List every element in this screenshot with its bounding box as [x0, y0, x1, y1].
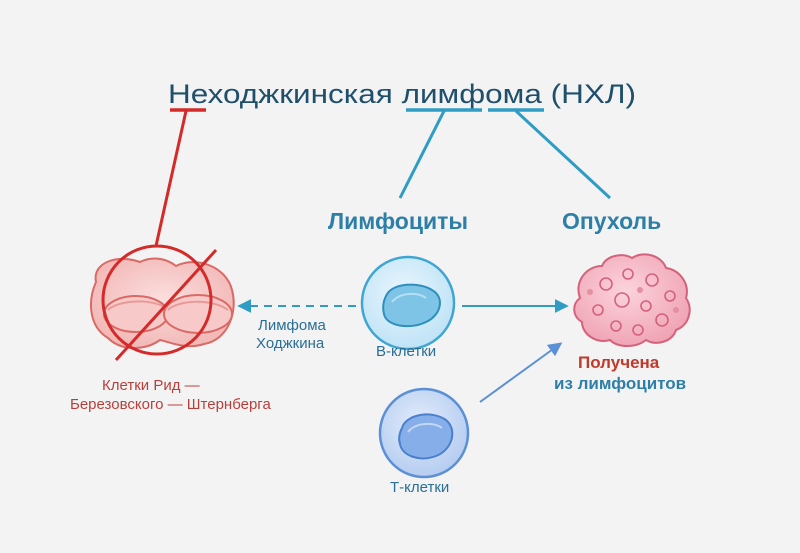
reed-sternberg-cell [90, 257, 235, 349]
b-cells-label: В-клетки [376, 343, 436, 360]
hodgkin-label-line2: Ходжкина [256, 335, 325, 352]
connector-lymphocytes [398, 110, 446, 199]
connector-tumor [514, 109, 612, 200]
hodgkin-label-line1: Лимфома [258, 317, 327, 334]
tumor-heading: Опухоль [562, 208, 661, 234]
b-cell [360, 255, 456, 351]
derived-label-line2: из лимфоцитов [554, 374, 686, 393]
t-cells-label: Т-клетки [390, 479, 449, 496]
t-cell [378, 387, 470, 479]
title: Неходжкинская лимфома (НХЛ) [168, 79, 636, 109]
rs-cells-label-line1: Клетки Рид — [102, 377, 200, 394]
rs-cells-label-line2: Березовского — Штернберга [70, 396, 271, 413]
derived-label-line1: Получена [578, 353, 660, 372]
lymphocytes-heading: Лимфоциты [328, 208, 468, 234]
prohibition-slash [114, 248, 218, 362]
prohibition-circle [101, 244, 213, 356]
tumor [573, 253, 691, 347]
red-connector [154, 110, 188, 247]
t-to-tumor-arrow [479, 342, 563, 403]
